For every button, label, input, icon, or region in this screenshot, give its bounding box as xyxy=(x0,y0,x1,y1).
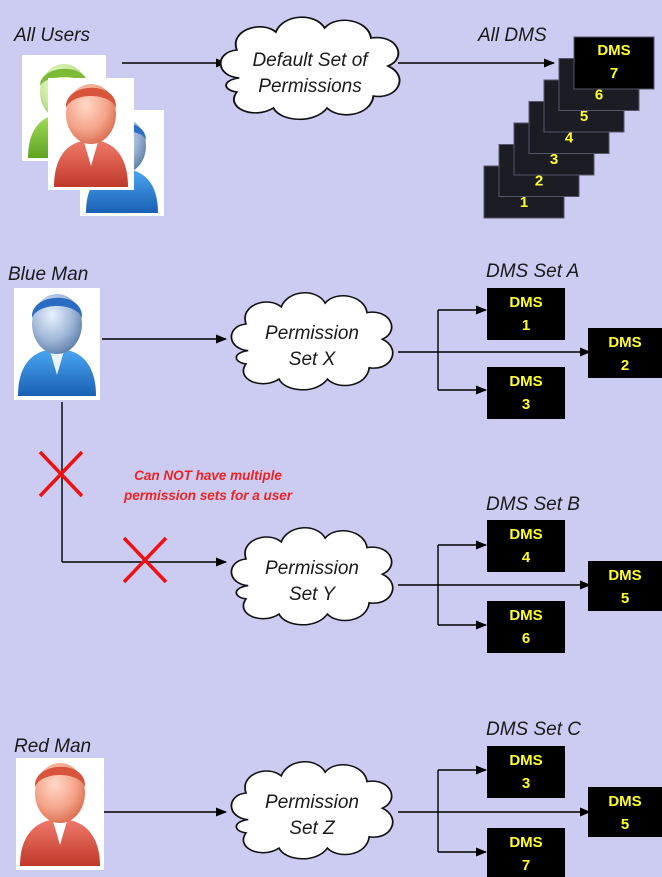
dms-box-a1: DMS 1 xyxy=(487,288,565,340)
users-group-icon xyxy=(22,55,164,216)
blue-man-label: Blue Man xyxy=(8,264,88,285)
dms-box-a3: DMS 3 xyxy=(487,367,565,419)
red-man-label: Red Man xyxy=(14,736,91,757)
dms-box-number: 5 xyxy=(621,816,629,833)
default-permissions-cloud: Default Set of Permissions xyxy=(219,16,401,121)
dms-set-b-label: DMS Set B xyxy=(486,494,580,515)
dms-stack-card-number: 5 xyxy=(580,108,588,125)
cloud-line-2: Permissions xyxy=(258,76,362,97)
warning-line-1: Can NOT have multiple xyxy=(134,468,282,483)
dms-box-a2: DMS 2 xyxy=(588,328,662,378)
dms-box-c2: DMS 5 xyxy=(588,787,662,837)
dms-box-number: 1 xyxy=(522,317,530,334)
dms-box-number: 2 xyxy=(621,357,629,374)
all-users-label: All Users xyxy=(13,25,91,46)
cross-icon xyxy=(38,450,84,498)
dms-box-title: DMS xyxy=(509,607,542,624)
dms-set-c-label: DMS Set C xyxy=(486,719,581,740)
cloud-line-2: Set Z xyxy=(289,818,336,839)
dms-stack-card-number: 4 xyxy=(565,130,574,147)
dms-stack-card-number: 6 xyxy=(595,87,603,104)
red-man-icon xyxy=(16,758,104,870)
permission-set-x-cloud: Permission Set X xyxy=(230,291,394,391)
dms-box-title: DMS xyxy=(608,334,641,351)
warning-line-2: permission sets for a user xyxy=(123,488,293,503)
dms-set-a-label: DMS Set A xyxy=(486,261,579,282)
dms-box-b2: DMS 5 xyxy=(588,561,662,611)
blue-man-icon xyxy=(14,288,100,400)
dms-box-title: DMS xyxy=(509,752,542,769)
dms-box-b3: DMS 6 xyxy=(487,601,565,653)
set-b-fanout xyxy=(398,540,592,630)
cloud-line-1: Permission xyxy=(265,792,359,813)
dms-box-number: 6 xyxy=(522,630,530,647)
dms-box-c3: DMS 7 xyxy=(487,828,565,877)
dms-stack-card-number: 1 xyxy=(520,194,528,211)
all-dms-label: All DMS xyxy=(477,25,547,46)
dms-stack-card-number: 7 xyxy=(610,65,618,82)
dms-stack-card-7: DMS 7 xyxy=(573,36,655,90)
dms-stack: DMS1DMS2DMS3DMS4DMS5DMS6DMS7 xyxy=(483,36,655,219)
cross-icon xyxy=(122,536,168,584)
dms-box-number: 4 xyxy=(522,549,531,566)
permission-set-z-cloud: Permission Set Z xyxy=(230,760,394,860)
dms-box-number: 5 xyxy=(621,590,629,607)
permission-set-y-cloud: Permission Set Y xyxy=(230,526,394,626)
dms-box-title: DMS xyxy=(608,567,641,584)
dms-box-title: DMS xyxy=(509,294,542,311)
cloud-line-1: Default Set of xyxy=(252,50,369,71)
set-a-fanout xyxy=(398,305,592,395)
dms-stack-card-number: 2 xyxy=(535,173,543,190)
dms-box-title: DMS xyxy=(509,834,542,851)
dms-box-c1: DMS 3 xyxy=(487,746,565,798)
dms-box-b1: DMS 4 xyxy=(487,520,565,572)
set-c-fanout xyxy=(398,765,592,857)
cloud-line-2: Set X xyxy=(289,349,337,370)
cloud-line-2: Set Y xyxy=(289,584,336,605)
cloud-line-1: Permission xyxy=(265,323,359,344)
cloud-line-1: Permission xyxy=(265,558,359,579)
dms-stack-card-title: DMS xyxy=(597,42,630,59)
dms-box-number: 7 xyxy=(522,857,530,874)
dms-box-title: DMS xyxy=(509,373,542,390)
dms-box-title: DMS xyxy=(608,793,641,810)
dms-box-number: 3 xyxy=(522,775,530,792)
dms-box-number: 3 xyxy=(522,396,530,413)
dms-box-title: DMS xyxy=(509,526,542,543)
dms-stack-card-number: 3 xyxy=(550,151,558,168)
